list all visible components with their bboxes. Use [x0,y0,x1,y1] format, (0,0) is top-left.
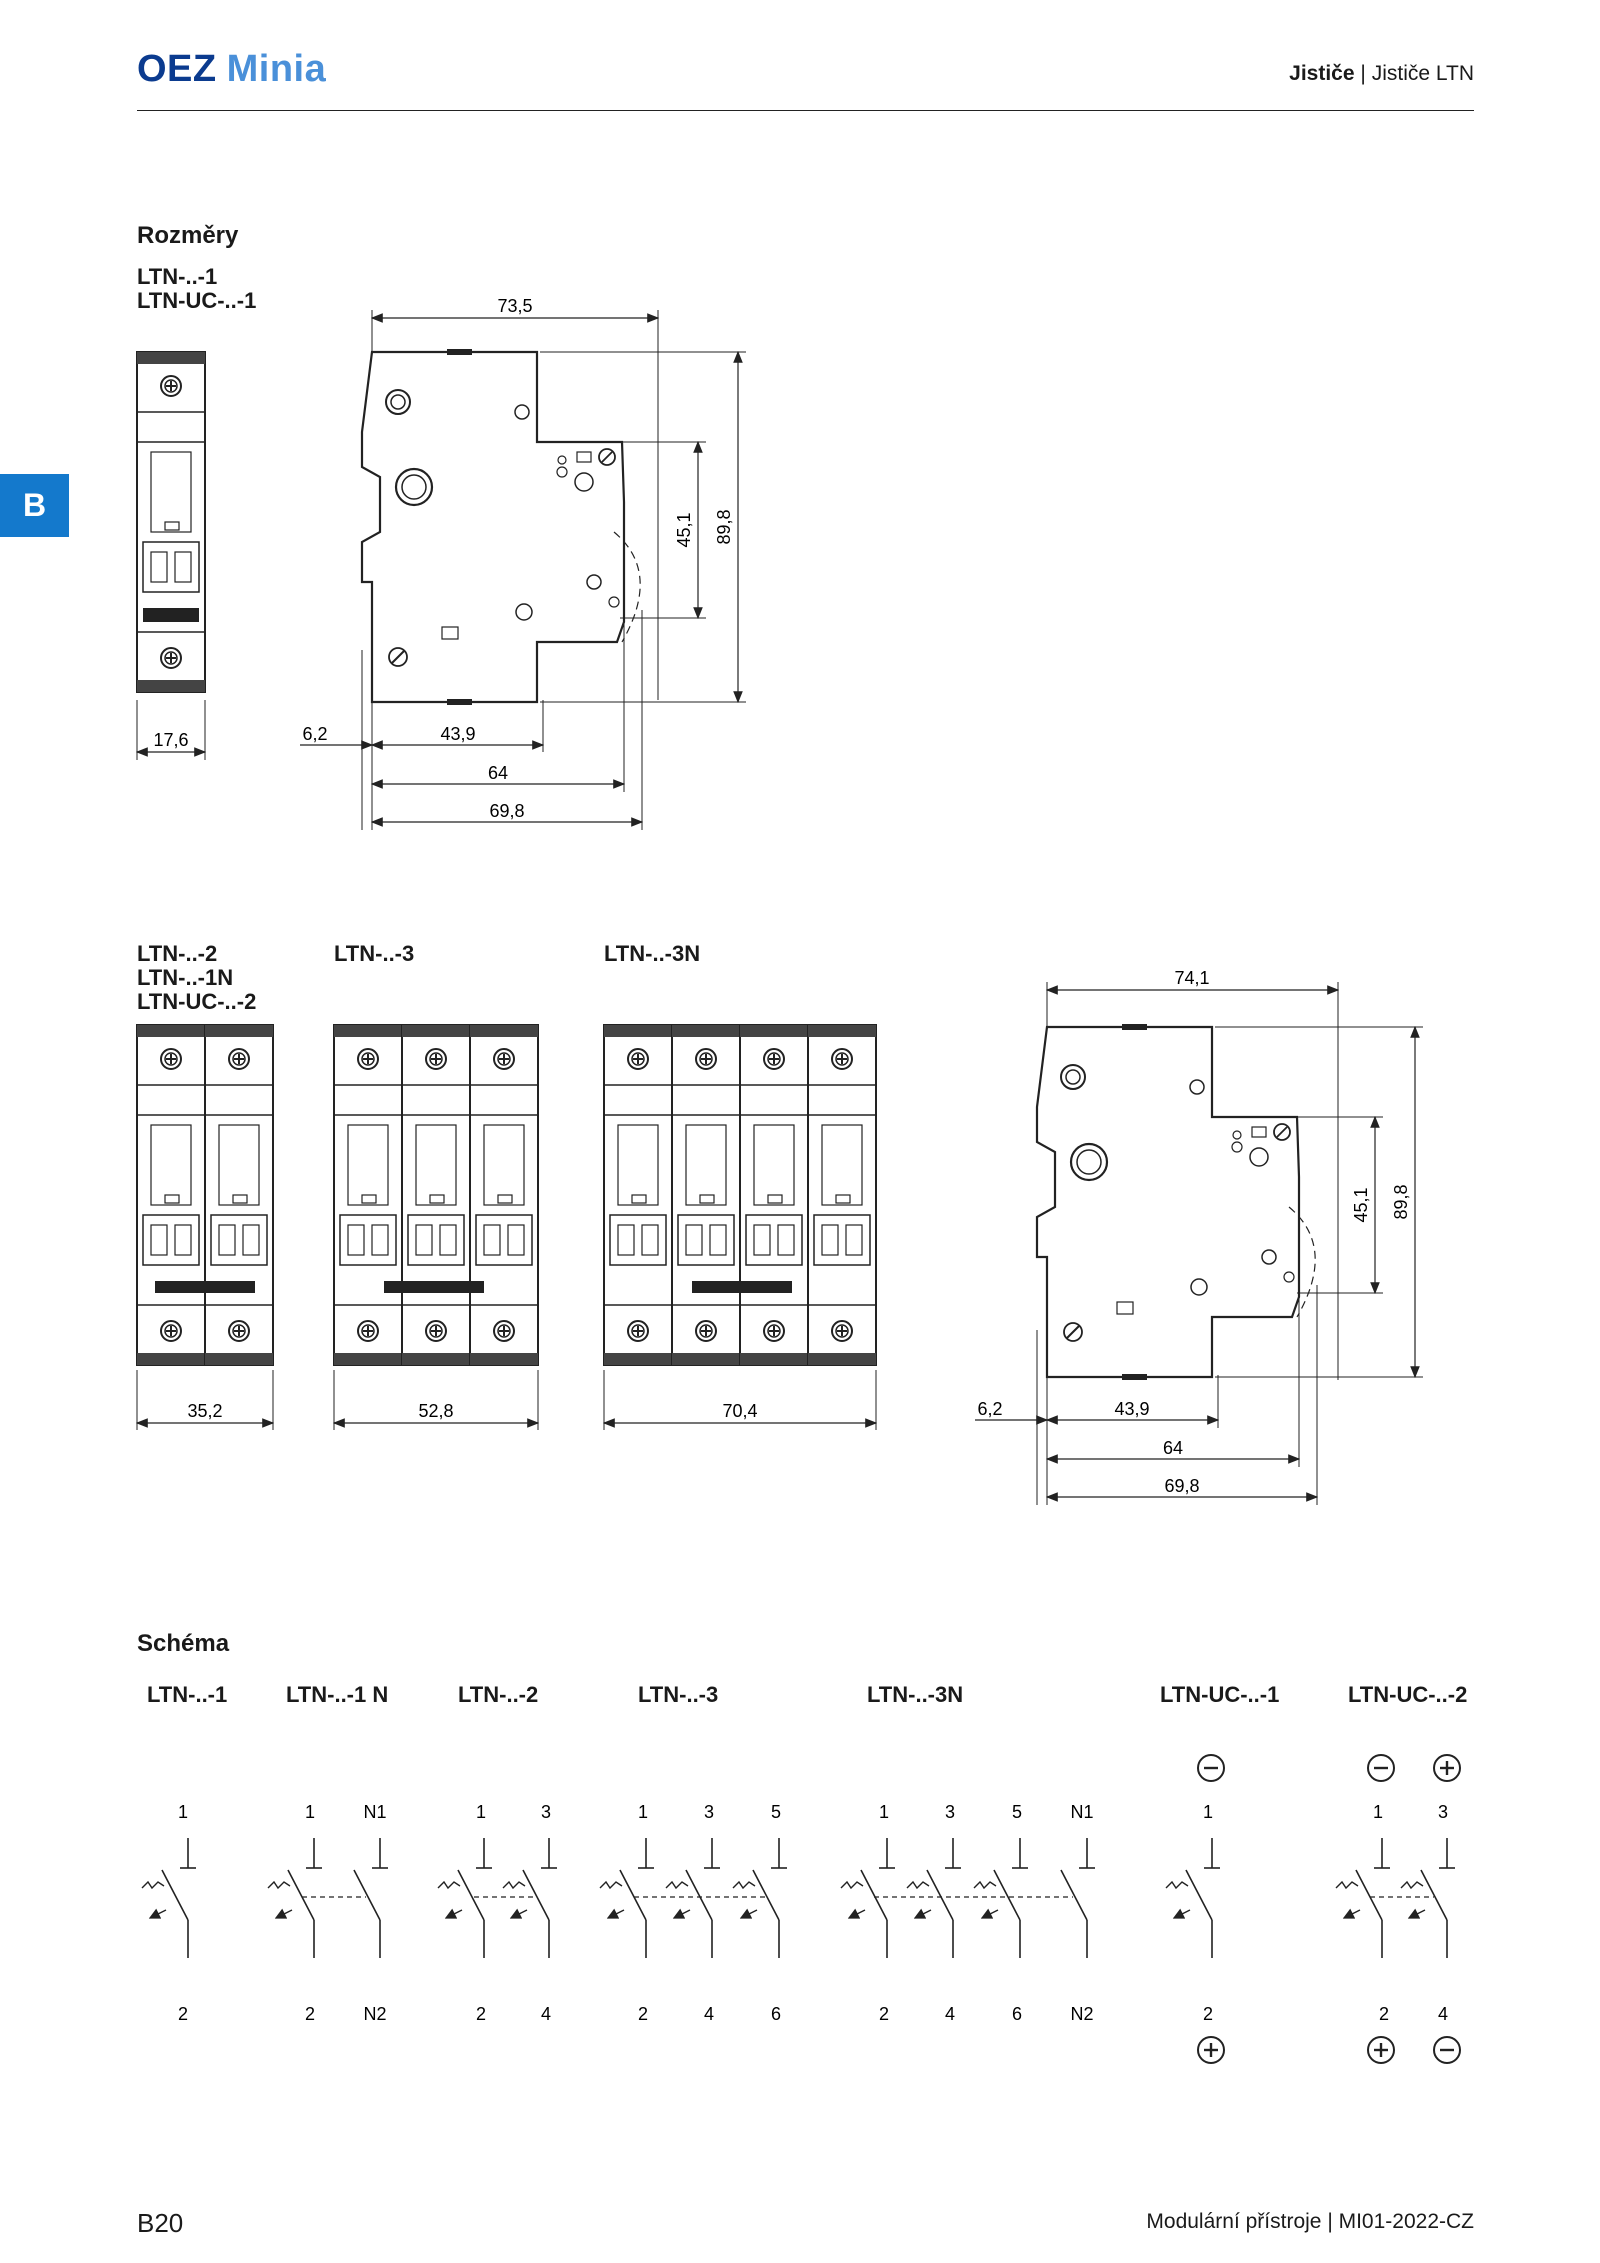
minus-icon [1432,2035,1462,2065]
svg-text:1: 1 [879,1802,889,1822]
front-view-3p [334,1025,538,1365]
section-tab: B [0,474,69,537]
plus-icon [1432,1753,1462,1783]
svg-text:2: 2 [1203,2004,1213,2024]
svg-text:2: 2 [305,2004,315,2024]
svg-text:3: 3 [945,1802,955,1822]
schema-title: Schéma [137,1630,230,1657]
dim-side2-offset: 6,2 [977,1399,1002,1419]
breadcrumb-sub: Jističe LTN [1371,62,1474,85]
front-view-1p [137,352,205,692]
breadcrumb-main: Jističe [1289,62,1355,85]
svg-text:4: 4 [704,2004,714,2024]
breadcrumb: Jističe | Jističe LTN [1289,62,1474,86]
svg-text:4: 4 [945,2004,955,2024]
svg-text:N2: N2 [363,2004,386,2024]
dim-group3-width: 52,8 [418,1401,453,1421]
plus-icon [1366,2035,1396,2065]
schema-ltn-uc-2: 1 3 2 4 [1336,1753,1462,2065]
group2-labels: LTN-..-2 LTN-..-1N LTN-UC-..-2 [137,941,257,1014]
svg-text:2: 2 [1379,2004,1389,2024]
schema-label-1: LTN-..-1 [147,1682,228,1707]
svg-text:5: 5 [1012,1802,1022,1822]
dim-side2-h-total: 89,8 [1391,1184,1411,1219]
dim-side2-a: 43,9 [1114,1399,1149,1419]
svg-text:2: 2 [178,2004,188,2024]
schema-label-2: LTN-..-1 N [286,1682,389,1707]
dim-group1-c: 69,8 [489,801,524,821]
page-number: B20 [137,2208,184,2238]
dim-side2-h-inner: 45,1 [1351,1187,1371,1222]
side-view-1 [362,352,640,702]
dim-group1-offset: 6,2 [302,724,327,744]
schema-label-7: LTN-UC-..-2 [1348,1682,1468,1707]
dim-group1-width: 17,6 [153,730,188,750]
svg-text:N1: N1 [1070,1802,1093,1822]
dimensions-title: Rozměry [137,222,239,249]
svg-text:N1: N1 [363,1802,386,1822]
schema-ltn-1n: 1 N1 2 N2 [268,1802,389,2024]
schema-ltn-3n: 1 3 5 N1 2 4 6 N2 [841,1802,1096,2024]
schema-ltn-uc-1: 1 2 [1166,1753,1226,2065]
svg-text:1: 1 [178,1802,188,1822]
front-view-3n [604,1025,876,1365]
header-rule [137,110,1474,111]
plus-icon [1196,2035,1226,2065]
breadcrumb-separator: | [1360,62,1366,85]
svg-text:3: 3 [1438,1802,1448,1822]
svg-text:6: 6 [771,2004,781,2024]
dim-group1-h-inner: 45,1 [674,512,694,547]
dim-group1-a: 43,9 [440,724,475,744]
minus-icon [1196,1753,1226,1783]
svg-text:6: 6 [1012,2004,1022,2024]
svg-text:1: 1 [305,1802,315,1822]
minus-icon [1366,1753,1396,1783]
front-view-2p [137,1025,273,1365]
svg-text:2: 2 [476,2004,486,2024]
dim-group2-width: 35,2 [187,1401,222,1421]
svg-text:2: 2 [879,2004,889,2024]
schema-label-5: LTN-..-3N [867,1682,964,1707]
svg-text:1: 1 [1373,1802,1383,1822]
side-view-2 [1037,1027,1315,1377]
group4-label: LTN-..-3N [604,941,701,966]
schema-label-3: LTN-..-2 [458,1682,539,1707]
svg-text:5: 5 [771,1802,781,1822]
schema-ltn-3: 1 3 5 2 4 6 [600,1802,787,2024]
svg-text:4: 4 [1438,2004,1448,2024]
svg-text:1: 1 [476,1802,486,1822]
dim-side2-c: 69,8 [1164,1476,1199,1496]
group1-labels: LTN-..-1 LTN-UC-..-1 [137,264,257,313]
svg-text:3: 3 [541,1802,551,1822]
dim-group1-h-total: 89,8 [714,509,734,544]
dim-group1-top: 73,5 [497,296,532,316]
svg-text:N2: N2 [1070,2004,1093,2024]
schema-label-4: LTN-..-3 [638,1682,719,1707]
dim-side2-b: 64 [1163,1438,1183,1458]
svg-text:1: 1 [638,1802,648,1822]
schema-ltn-2: 1 3 2 4 [438,1802,557,2024]
dim-group1-b: 64 [488,763,508,783]
schema-ltn-1: 1 2 [142,1802,196,2024]
document-reference: Modulární přístroje | MI01-2022-CZ [1146,2210,1474,2233]
svg-text:2: 2 [638,2004,648,2024]
svg-text:3: 3 [704,1802,714,1822]
dim-group4-width: 70,4 [722,1401,757,1421]
svg-text:4: 4 [541,2004,551,2024]
schema-label-6: LTN-UC-..-1 [1160,1682,1280,1707]
circuit-schemas: 1 2 1 N1 2 N2 1 3 2 4 1 3 5 2 4 6 1 3 [0,1753,1462,2065]
dim-side2-top: 74,1 [1174,968,1209,988]
group3-label: LTN-..-3 [334,941,415,966]
svg-text:1: 1 [1203,1802,1213,1822]
